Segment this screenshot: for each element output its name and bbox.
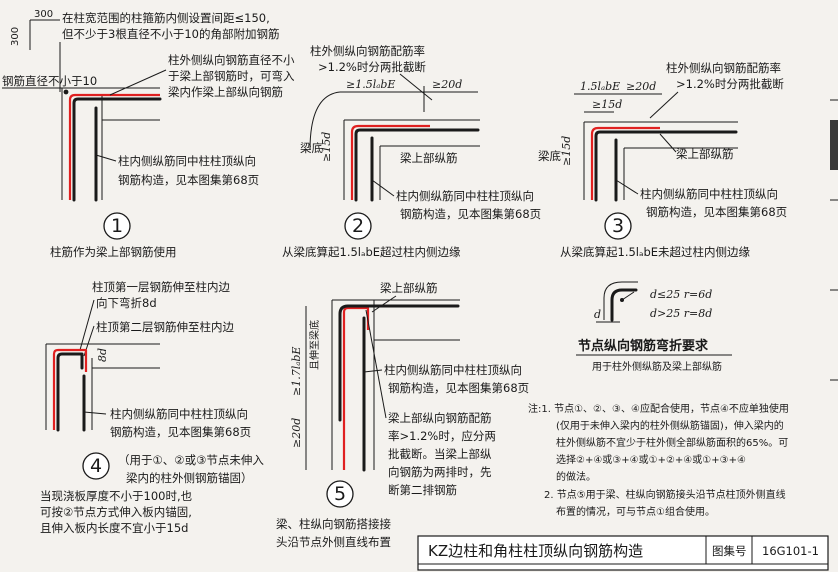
n4-use-1: （用于①、②或③节点未伸入 [118,453,264,467]
n2-beam-top: 梁上部纵筋 [400,151,458,165]
n1-caption: 柱筋作为梁上部钢筋使用 [50,245,177,259]
n4-dim-8d: 8d [96,348,109,362]
n2-ratio-2: >1.2%时分两批截断 [318,60,426,74]
n5-inner-2: 钢筋构造，见本图集第68页 [388,381,529,395]
note-1c: 柱外侧纵筋不宜少于柱外侧全部纵筋面积的65%。可 [556,436,788,449]
notes: 注:1. 节点①、②、③、④应配合使用，节点④不应单独使用 (仅用于未伸入梁内的… [528,402,789,518]
note-1e: 的做法。 [556,470,596,483]
n4-inner-1: 柱内侧纵筋同中柱柱顶纵向 [110,407,248,421]
node-5-marker [326,480,354,508]
atlas-number: 16G101-1 [762,544,819,558]
n3-inner-1: 柱内侧纵筋同中柱柱顶纵向 [640,187,778,201]
n1-inner-1: 柱内侧纵筋同中柱柱顶纵向 [118,154,256,168]
bend-d-label: d [594,308,601,321]
n5-dim-17b: 且伸至梁底 [308,320,321,370]
n1-note-1: 柱外侧纵向钢筋直径不小 [168,53,295,67]
n3-dim-15d-h: ≥15d [592,98,622,111]
top-note: 300 300 在柱宽范围的柱箍筋内侧设置间距≤150, 但不少于3根直径不小于… [10,9,279,92]
n5-ratio-5: 断第二排钢筋 [388,483,457,497]
node-3: 柱外侧纵向钢筋配筋率 >1.2%时分两批截断 1.5lₐbE ≥20d ≥15d… [538,61,787,259]
n2-inner-1: 柱内侧纵筋同中柱柱顶纵向 [396,189,534,203]
note-1d: 选择②+④或③+④或①+②+④或①+③+④ [556,453,746,466]
n4-second: 柱顶第二层钢筋伸至柱内边 [96,320,234,334]
n5-caption-1: 梁、柱纵向钢筋搭接接 [276,517,391,531]
n4-first-2: 向下弯折8d [96,296,157,310]
node-1-marker [103,212,131,240]
node-5-number: 5 [334,483,346,505]
edge-tab [830,120,838,170]
note-2b: 布置的情况，可与节点①组合使用。 [556,505,715,518]
note-2a: 2. 节点⑤用于梁、柱纵向钢筋接头沿节点柱顶外侧直线 [544,488,786,501]
note-1b: (仅用于未伸入梁内的柱外侧纵筋锚固)，伸入梁内的 [556,419,784,432]
n5-dim-17: ≥1.7lₐbE [290,347,303,396]
bend-rule-1: d≤25 r=6d [650,288,712,301]
n5-beam-top: 梁上部纵筋 [380,281,438,295]
atlas-label: 图集号 [712,544,747,558]
bend-subtitle: 用于柱外侧纵筋及梁上部纵筋 [592,360,722,373]
n2-caption: 从梁底算起1.5lₐbE超过柱内侧边缘 [282,245,461,259]
n5-ratio-3: 批截断。当梁上部纵 [388,447,492,461]
top-note-line-2: 但不少于3根直径不小于10的角部附加钢筋 [62,27,279,41]
title-block: KZ边柱和角柱柱顶纵向钢筋构造 图集号 16G101-1 [417,535,829,571]
note-1a: 注:1. 节点①、②、③、④应配合使用，节点④不应单独使用 [528,402,789,415]
node-5: 梁上部纵筋 ≥1.7lₐbE 且伸至梁底 ≥20d 柱内侧纵筋同中柱柱顶纵向 钢… [276,281,529,549]
n2-dim-15d: ≥15d [320,132,333,162]
n5-dim-20d: ≥20d [290,418,303,448]
n3-ratio-2: >1.2%时分两批截断 [676,77,784,91]
n1-note-2: 于梁上部钢筋时，可弯入 [168,69,295,83]
node-2-marker [344,212,372,240]
bend-rule-2: d>25 r=8d [650,307,712,320]
n2-beam-bottom: 梁底 [300,141,323,155]
n3-beam-bottom: 梁底 [538,149,561,163]
n5-caption-2: 头沿节点外侧直线布置 [276,535,391,549]
n4-first-1: 柱顶第一层钢筋伸至柱内边 [92,280,230,294]
node-4-marker [82,452,110,480]
n3-dim-15d-v: ≥15d [560,136,573,166]
n3-dim-15: 1.5lₐbE [580,80,620,93]
n2-dim-20d: ≥20d [432,78,462,91]
n2-dim-15: ≥1.5lₐbE [346,78,395,91]
node-1: 钢筋直径不小于10 柱外侧纵向钢筋直径不小 于梁上部钢筋时，可弯入 梁内作梁上部… [2,53,295,259]
dim-300-vertical: 300 [10,27,21,46]
n5-ratio-1: 梁上部纵向钢筋配筋 [388,411,492,425]
node-4: 柱顶第一层钢筋伸至柱内边 向下弯折8d 柱顶第二层钢筋伸至柱内边 8d 柱内侧纵… [40,280,264,535]
n1-inner-2: 钢筋构造，见本图集第68页 [118,173,259,187]
node-2-number: 2 [352,215,364,237]
n5-ratio-2: 率>1.2%时，应分两 [388,429,496,443]
node-3-marker [604,212,632,240]
n4-slab-2: 可按②节点方式伸入板内锚固, [40,505,192,519]
node-1-number: 1 [111,215,123,237]
n1-note-3: 梁内作梁上部纵向钢筋 [168,85,283,99]
n4-inner-2: 钢筋构造，见本图集第68页 [110,425,251,439]
n4-slab-1: 当现浇板厚度不小于100时,也 [40,489,192,503]
bend-requirement: d d≤25 r=6d d>25 r=8d 节点纵向钢筋弯折要求 用于柱外侧纵筋… [576,281,732,373]
bend-title: 节点纵向钢筋弯折要求 [578,338,709,354]
n3-caption: 从梁底算起1.5lₐbE未超过柱内侧边缘 [560,245,751,259]
n5-ratio-4: 向钢筋为两排时，先 [388,465,492,479]
node-4-number: 4 [90,455,102,477]
dim-300-horizontal: 300 [34,9,53,20]
node-2: 柱外侧纵向钢筋配筋率 >1.2%时分两批截断 ≥1.5lₐbE ≥20d 梁底 … [282,44,541,259]
n3-beam-top: 梁上部纵筋 [676,147,734,161]
n4-use-2: 梁内的柱外侧钢筋锚固） [126,471,253,485]
n5-inner-1: 柱内侧纵筋同中柱柱顶纵向 [384,363,522,377]
n2-inner-2: 钢筋构造，见本图集第68页 [400,207,541,221]
n3-dim-20d: ≥20d [626,80,656,93]
top-note-line-1: 在柱宽范围的柱箍筋内侧设置间距≤150, [62,11,270,25]
corner-bar-note: 钢筋直径不小于10 [2,74,97,88]
main-title: KZ边柱和角柱柱顶纵向钢筋构造 [428,542,643,560]
node-3-number: 3 [612,215,624,237]
n4-slab-3: 且伸入板内长度不宜小于15d [40,521,188,535]
n2-ratio-1: 柱外侧纵向钢筋配筋率 [310,44,425,58]
n3-inner-2: 钢筋构造，见本图集第68页 [646,205,787,219]
n3-ratio-1: 柱外侧纵向钢筋配筋率 [666,61,781,75]
